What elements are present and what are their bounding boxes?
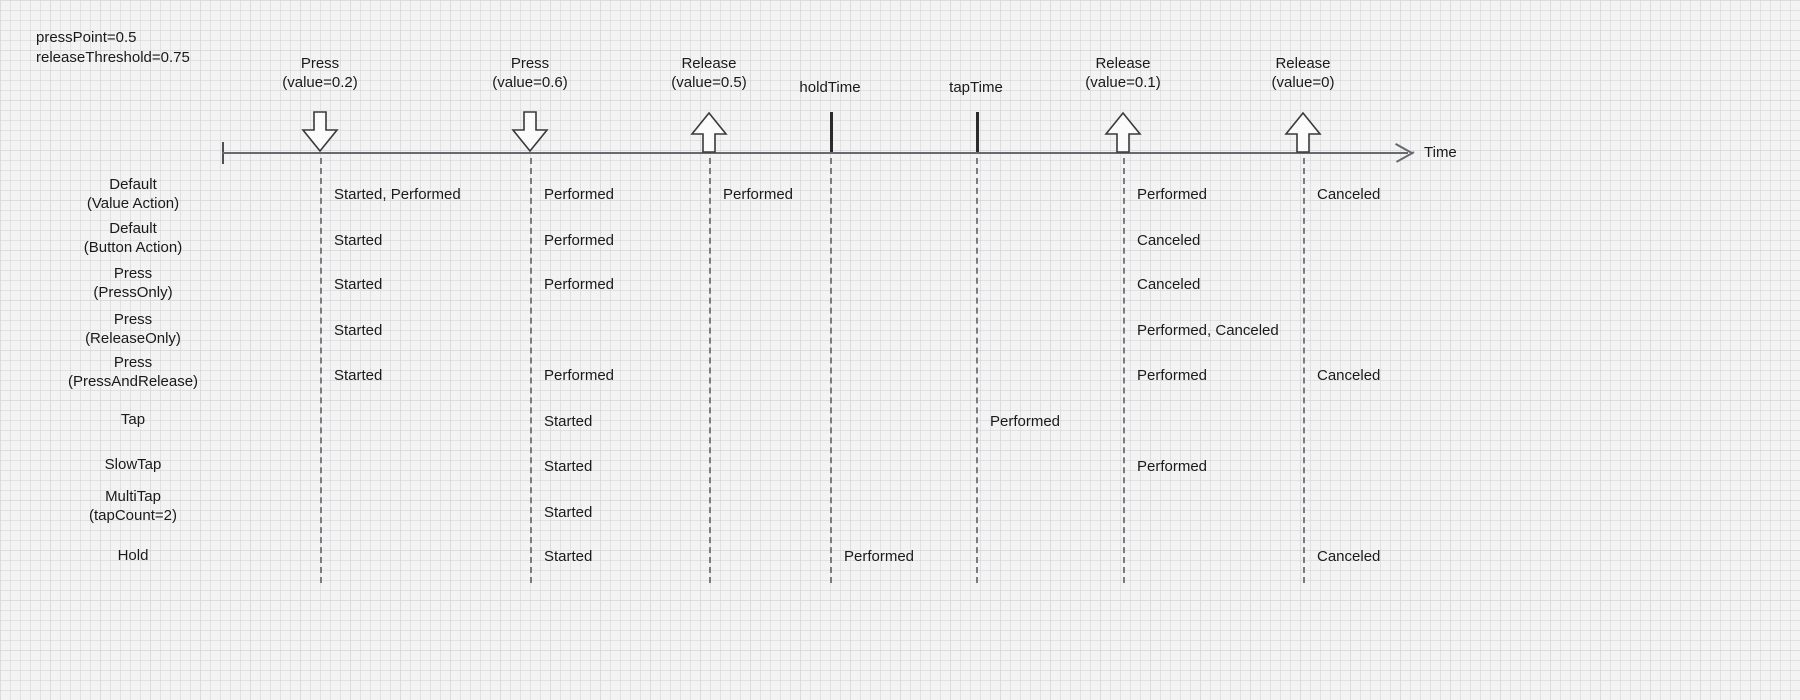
tick-marker-tap-time: [976, 112, 979, 152]
cell-press-pressonly-press-0-2: Started: [334, 276, 383, 293]
row-label-press-pressonly: Press (PressOnly): [93, 265, 173, 301]
arrow-down-icon-press-0-6: [508, 110, 552, 154]
row-label-press-releaseonly: Press (ReleaseOnly): [85, 311, 181, 347]
column-guide-press-0-2: [320, 158, 322, 583]
timeline-axis: [222, 152, 1408, 154]
parameters-note: pressPoint=0.5 releaseThreshold=0.75: [36, 29, 190, 66]
cell-multitap-press-0-6: Started: [544, 504, 593, 521]
cell-tap-tap-time: Performed: [990, 413, 1061, 430]
axis-label-time: Time: [1424, 144, 1457, 161]
cell-press-pressandrelease-release-0: Canceled: [1317, 367, 1381, 384]
column-guide-hold-time: [830, 158, 832, 583]
event-label-press-0-2: Press (value=0.2): [282, 55, 358, 91]
cell-tap-press-0-6: Started: [544, 413, 593, 430]
cell-slowtap-press-0-6: Started: [544, 458, 593, 475]
cell-default-button-action-release-0-1: Canceled: [1137, 232, 1201, 249]
cell-default-value-action-release-0-1: Performed: [1137, 186, 1208, 203]
event-label-release-0-1: Release (value=0.1): [1085, 55, 1161, 91]
row-label-default-value-action: Default (Value Action): [86, 176, 180, 212]
cell-press-pressonly-press-0-6: Performed: [544, 276, 615, 293]
cell-press-pressandrelease-press-0-6: Performed: [544, 367, 615, 384]
cell-hold-hold-time: Performed: [844, 548, 915, 565]
cell-press-releaseonly-release-0-1: Performed, Canceled: [1137, 322, 1279, 339]
column-guide-release-0-1: [1123, 158, 1125, 583]
axis-arrow-head: [1396, 141, 1418, 165]
cell-slowtap-release-0-1: Performed: [1137, 458, 1208, 475]
arrow-up-icon-release-0-1: [1101, 110, 1145, 154]
column-guide-release-0: [1303, 158, 1305, 583]
cell-press-pressandrelease-press-0-2: Started: [334, 367, 383, 384]
cell-default-value-action-press-0-2: Started, Performed: [334, 186, 461, 203]
cell-press-pressandrelease-release-0-1: Performed: [1137, 367, 1208, 384]
row-label-press-pressandrelease: Press (PressAndRelease): [67, 354, 199, 390]
cell-hold-press-0-6: Started: [544, 548, 593, 565]
cell-press-pressonly-release-0-1: Canceled: [1137, 276, 1201, 293]
column-guide-tap-time: [976, 158, 978, 583]
row-label-multitap: MultiTap (tapCount=2): [89, 488, 177, 524]
event-label-press-0-6: Press (value=0.6): [492, 55, 568, 91]
cell-default-value-action-release-0: Canceled: [1317, 186, 1381, 203]
arrow-up-icon-release-0-5: [687, 110, 731, 154]
event-label-release-0: Release (value=0): [1271, 55, 1335, 91]
column-guide-press-0-6: [530, 158, 532, 583]
cell-default-button-action-press-0-6: Performed: [544, 232, 615, 249]
cell-hold-release-0: Canceled: [1317, 548, 1381, 565]
event-label-release-0-5: Release (value=0.5): [671, 55, 747, 91]
column-guide-release-0-5: [709, 158, 711, 583]
arrow-down-icon-press-0-2: [298, 110, 342, 154]
cell-default-value-action-press-0-6: Performed: [544, 186, 615, 203]
event-label-hold-time: holdTime: [799, 79, 861, 96]
row-label-default-button-action: Default (Button Action): [83, 220, 183, 256]
row-label-slowtap: SlowTap: [104, 456, 162, 473]
cell-default-button-action-press-0-2: Started: [334, 232, 383, 249]
event-label-tap-time: tapTime: [949, 79, 1003, 96]
cell-press-releaseonly-press-0-2: Started: [334, 322, 383, 339]
row-label-hold: Hold: [117, 547, 149, 564]
tick-marker-hold-time: [830, 112, 833, 152]
row-label-tap: Tap: [120, 411, 146, 428]
arrow-up-icon-release-0: [1281, 110, 1325, 154]
cell-default-value-action-release-0-5: Performed: [723, 186, 794, 203]
